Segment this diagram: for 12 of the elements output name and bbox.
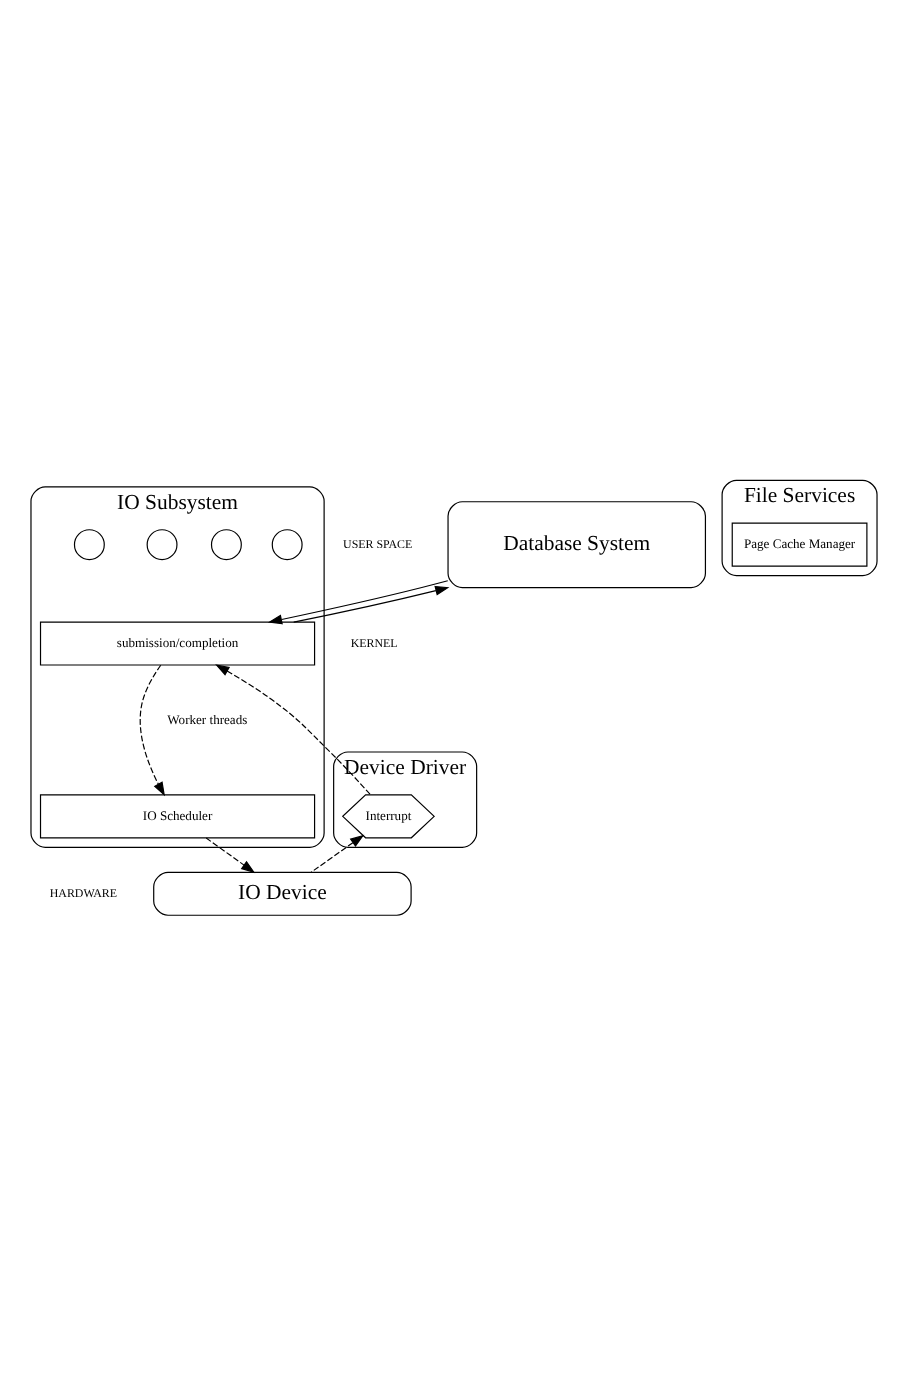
arrow [205,837,256,874]
node-circle [210,529,242,561]
node-circle [271,529,303,561]
node-circle [73,529,105,561]
arrow [267,580,449,625]
arrow [293,585,450,623]
arrow [139,664,165,797]
node-box: Database System [447,501,707,589]
node-box: IO Device [153,871,412,916]
arrow [215,664,372,796]
node-circle [146,529,178,561]
arrow [310,834,365,873]
